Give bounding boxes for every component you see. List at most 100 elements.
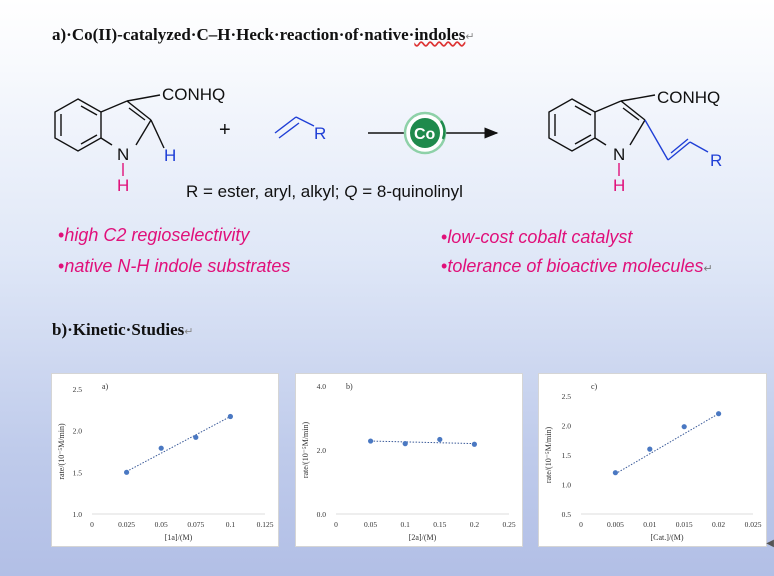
bullet-text: high C2 regioselectivity (64, 225, 250, 245)
chart-panel-label: a) (102, 382, 109, 391)
bullet-regioselectivity: •high C2 regioselectivity (58, 225, 249, 246)
plus-sign: + (219, 119, 231, 141)
x-tick-label: 0 (90, 520, 94, 529)
trendline (370, 440, 475, 445)
x-tick-label: 0.075 (187, 520, 204, 529)
section-a-title-underlined: indoles (414, 25, 466, 44)
x-axis-label: [1a]/(M) (165, 533, 193, 542)
bullet-dot: • (58, 225, 65, 245)
y-axis-label: rate/(10⁻⁵M/min) (544, 427, 553, 484)
chart-b-svg: 0.0 2.0 4.0 0 0.05 0.1 0.15 0.2 0.25 [2a]/(M) rate… (301, 382, 516, 542)
catalyst-label: Co (414, 126, 436, 143)
indole-product (548, 94, 656, 176)
x-tick-label: 0.15 (433, 520, 446, 529)
section-a-title: Co(II)-catalyzed·C–H·Heck·reaction·of·na… (71, 25, 415, 44)
y-tick-label: 1.5 (562, 451, 572, 460)
conditions-suffix: = 8-quinolinyl (357, 182, 462, 201)
x-tick-label: 0 (334, 520, 338, 529)
data-point (158, 445, 164, 451)
alkene-r-label: R (314, 124, 326, 143)
x-axis-label: [Cat.]/(M) (650, 533, 683, 542)
kinetic-chart-c: 0.5 1.0 1.5 2.0 2.5 0 0.005 0.01 0.015 0.02 0.025 [… (538, 373, 767, 547)
alkene-reactant (274, 116, 315, 139)
kinetic-chart-a: 1.0 1.5 2.0 2.5 0 0.025 0.05 0.075 0.1 0.125 [1a]/… (51, 373, 279, 547)
y-tick-label: 1.0 (73, 510, 83, 519)
data-point (227, 413, 233, 420)
product-conhq: CONHQ (657, 88, 720, 107)
bullet-dot: • (441, 227, 448, 247)
reaction-scheme: CONHQ N H H + R Co CONHQ R N H (54, 85, 722, 201)
x-tick-label: 0.1 (401, 520, 411, 529)
y-tick-label: 0.5 (562, 510, 572, 519)
x-tick-label: 0.025 (745, 520, 762, 529)
indole-n-label: N (117, 145, 129, 164)
x-tick-label: 0.05 (155, 520, 168, 529)
bullet-tolerance: •tolerance of bioactive molecules↵ (441, 256, 713, 277)
product-vinyl-bond (644, 119, 709, 161)
data-point (402, 441, 408, 447)
section-a-prefix: a)· (52, 25, 72, 44)
data-point (471, 441, 477, 447)
y-tick-label: 2.0 (562, 422, 572, 431)
x-tick-label: 0.125 (257, 520, 274, 529)
bullet-dot: • (441, 256, 448, 276)
chart-a-svg: 1.0 1.5 2.0 2.5 0 0.025 0.05 0.075 0.1 0.125 [1a]/… (57, 382, 274, 542)
product-r-label: R (710, 151, 722, 170)
data-point (647, 446, 653, 452)
x-tick-label: 0.25 (502, 520, 515, 529)
x-tick-label: 0.05 (364, 520, 377, 529)
x-tick-label: 0.025 (118, 520, 135, 529)
y-tick-label: 2.0 (317, 446, 327, 455)
section-b-title: b)·Kinetic·Studies (52, 320, 185, 339)
x-tick-label: 0.015 (676, 520, 693, 529)
y-tick-label: 1.0 (562, 481, 572, 490)
data-point (437, 436, 443, 443)
x-tick-label: 0 (579, 520, 583, 529)
kinetic-chart-b: 0.0 2.0 4.0 0 0.05 0.1 0.15 0.2 0.25 [2a]/(M) rate… (295, 373, 523, 547)
bullet-text: low-cost cobalt catalyst (447, 227, 633, 247)
indole-reactant (54, 94, 165, 176)
product-n-label: N (613, 145, 625, 164)
x-axis-label: [2a]/(M) (409, 533, 437, 542)
section-a-heading: a)·Co(II)-catalyzed·C–H·Heck·reaction·of… (52, 25, 475, 45)
x-tick-label: 0.1 (226, 520, 236, 529)
bullet-native-nh: •native N-H indole substrates (58, 256, 290, 277)
x-tick-label: 0.005 (607, 520, 624, 529)
y-axis-label: rate/(10⁻⁵M/min) (57, 423, 66, 480)
y-tick-label: 2.5 (73, 385, 83, 394)
conditions-line: R = ester, aryl, alkyl; Q = 8-quinolinyl (186, 182, 463, 201)
paragraph-mark: ↵ (703, 263, 713, 275)
bullet-text: native N-H indole substrates (64, 256, 291, 276)
x-tick-label: 0.01 (643, 520, 656, 529)
paragraph-mark: ↵ (184, 326, 194, 338)
y-axis-label: rate/(10⁻⁵M/min) (301, 422, 310, 479)
chart-panel-label: c) (591, 382, 598, 391)
conditions-q: Q (344, 182, 357, 201)
bullet-dot: • (58, 256, 65, 276)
side-marker-icon: ◀ (766, 538, 774, 549)
y-tick-label: 2.5 (562, 392, 572, 401)
y-tick-label: 0.0 (317, 510, 327, 519)
data-point (368, 438, 374, 444)
conditions-prefix: R = ester, aryl, alkyl; (186, 182, 344, 201)
bullet-low-cost-cobalt: •low-cost cobalt catalyst (441, 227, 632, 248)
chart-panel-label: b) (346, 382, 353, 391)
y-tick-label: 4.0 (317, 382, 327, 391)
data-point (612, 470, 618, 476)
product-h-label: H (613, 176, 625, 195)
c2-h-label: H (164, 146, 176, 165)
y-tick-label: 1.5 (73, 468, 83, 477)
substituent-conhq: CONHQ (162, 85, 225, 104)
indole-nh-h-label: H (117, 176, 129, 195)
chart-c-svg: 0.5 1.0 1.5 2.0 2.5 0 0.005 0.01 0.015 0.02 0.025 [… (544, 382, 762, 542)
trendline (615, 413, 719, 475)
bullet-text: tolerance of bioactive molecules (447, 256, 704, 276)
y-tick-label: 2.0 (73, 427, 83, 436)
data-point (193, 434, 199, 440)
trendline (126, 416, 231, 472)
x-tick-label: 0.02 (712, 520, 725, 529)
cobalt-catalyst-icon (403, 111, 447, 155)
data-point (716, 411, 722, 417)
x-tick-label: 0.2 (470, 520, 480, 529)
data-point (124, 469, 130, 475)
